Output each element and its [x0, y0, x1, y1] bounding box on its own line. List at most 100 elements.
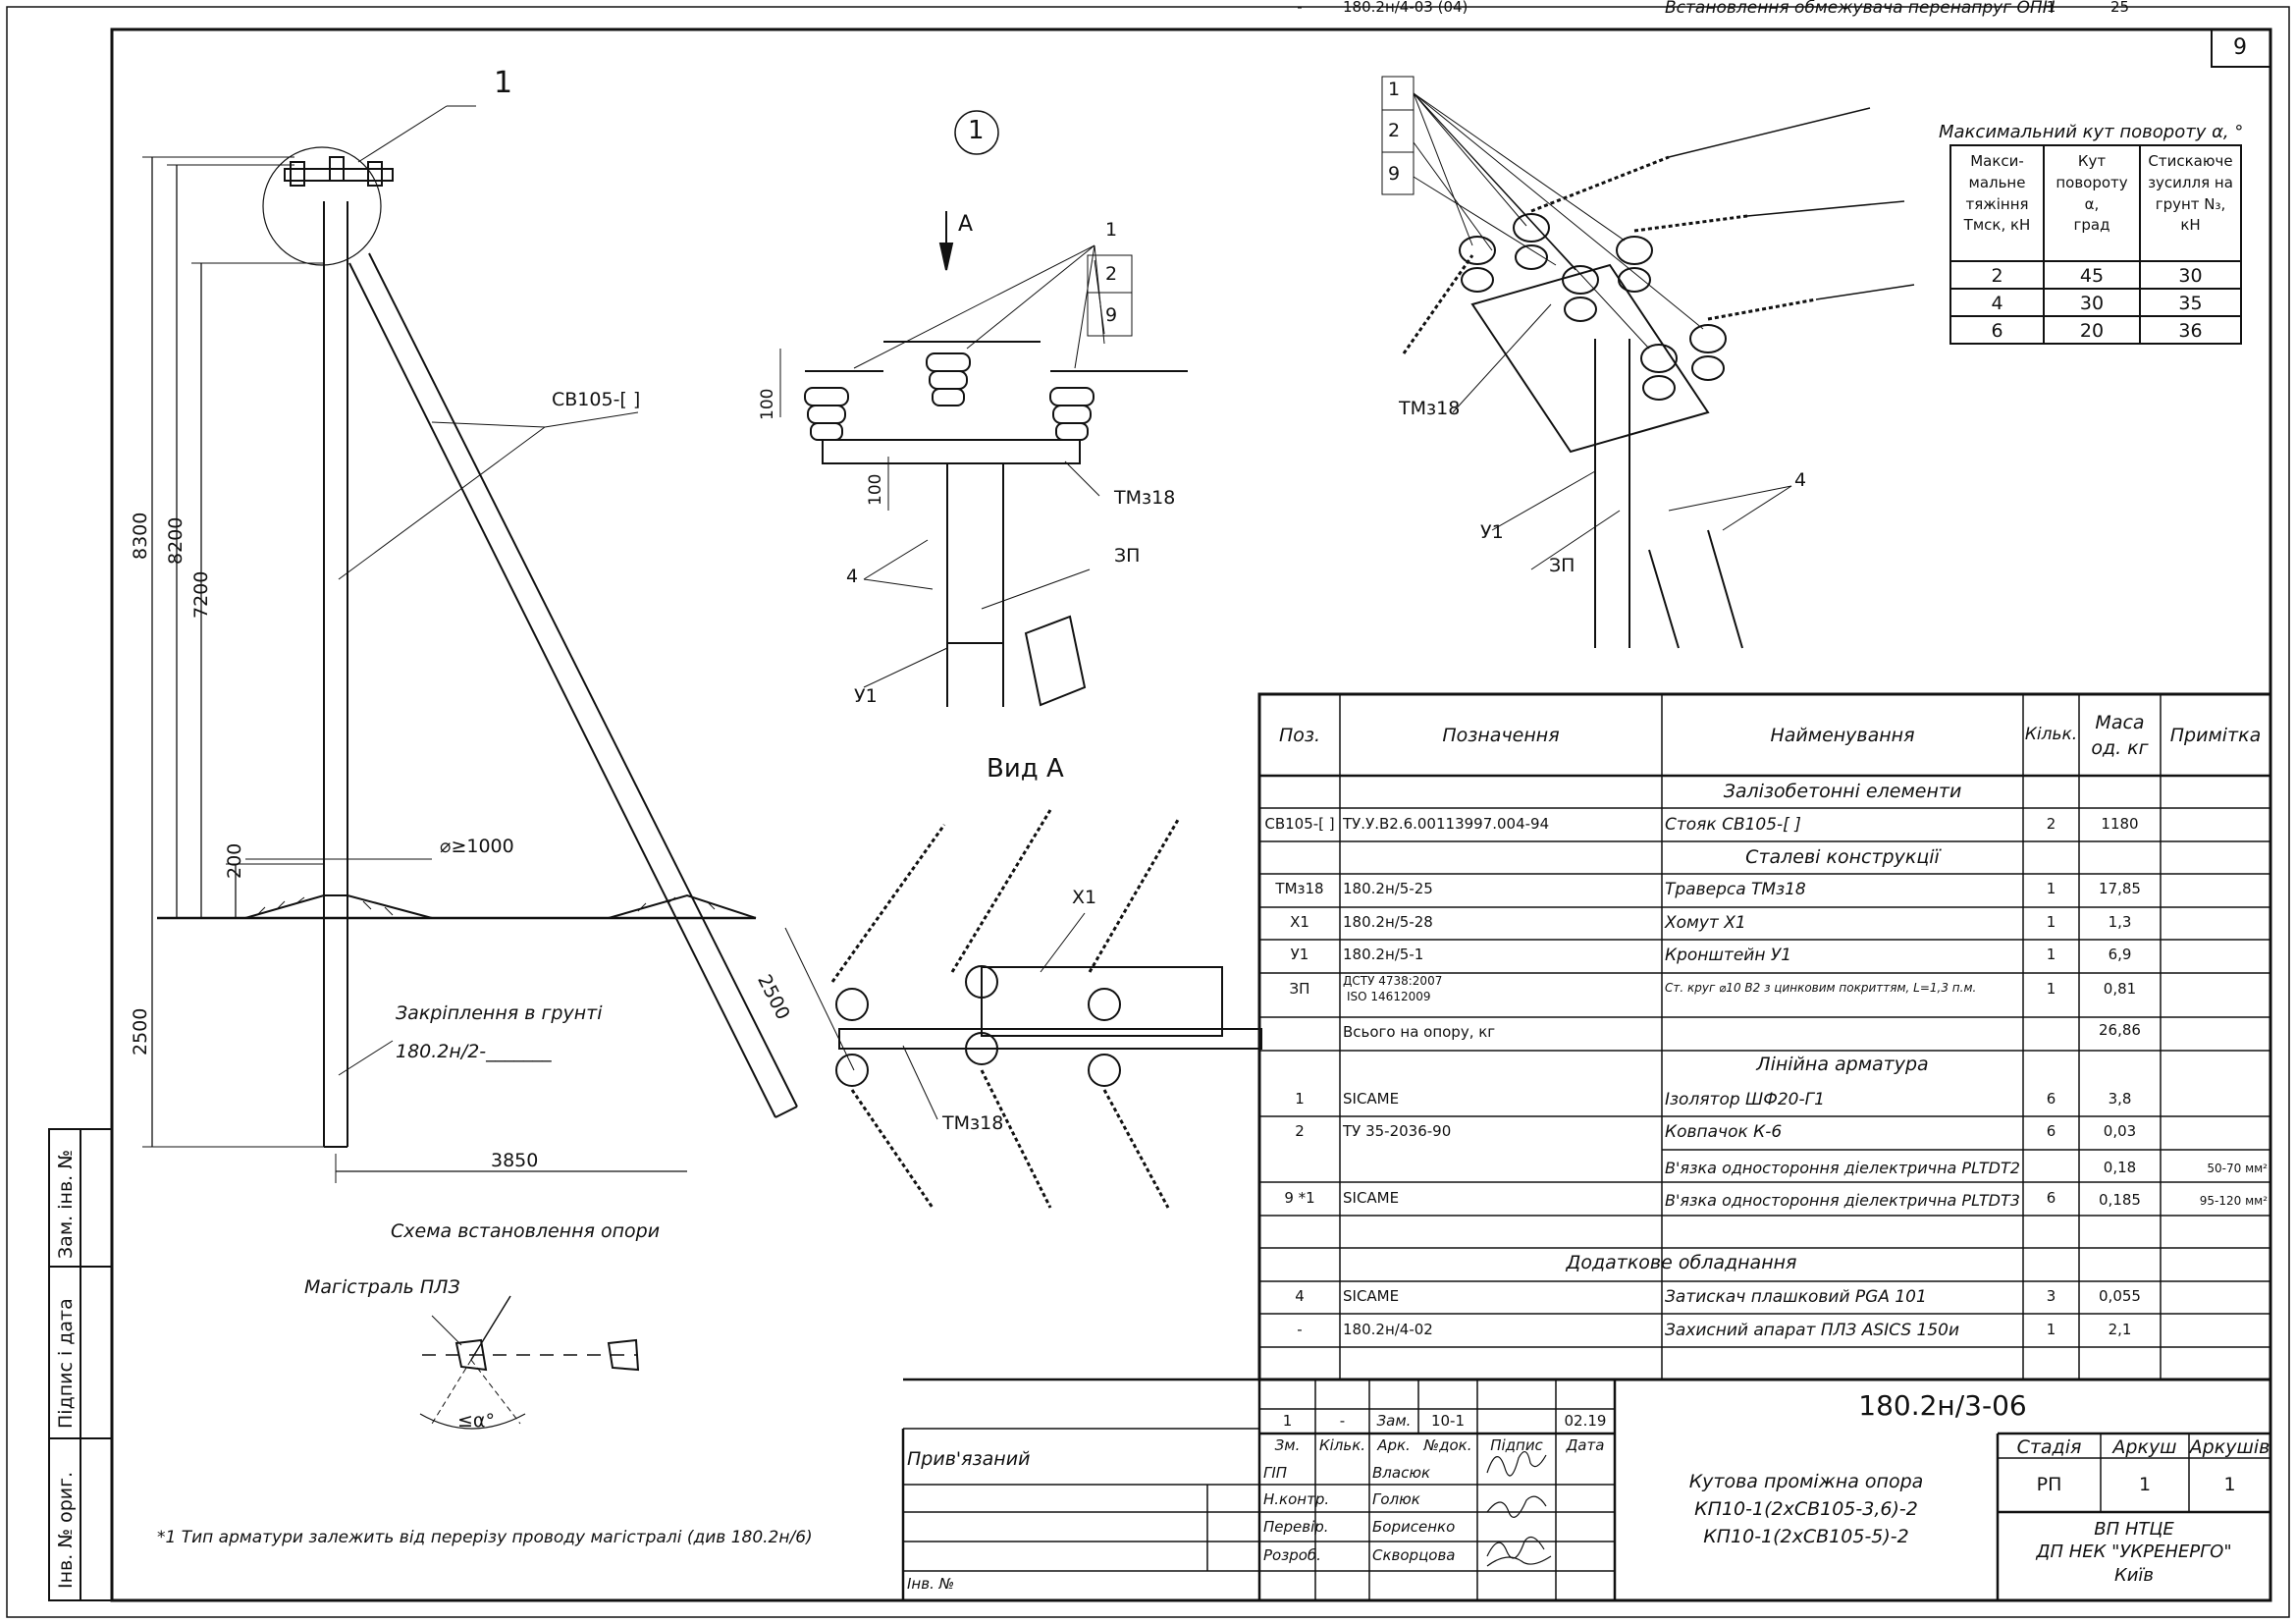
angle-table-title: Максимальний кут повороту α, ° — [1939, 122, 2244, 142]
col-kilk: Кільк. — [1318, 1436, 1366, 1454]
sheets-value: 1 — [2223, 1474, 2236, 1495]
spec-note: 50-70 мм² — [2207, 1162, 2268, 1175]
inv-no-label: Інв. № — [907, 1575, 955, 1593]
spec-pos: СВ105-[ ] — [1264, 815, 1335, 833]
spec-name: Хомут Х1 — [1665, 913, 1746, 933]
spec-designation: SICAME — [1343, 1189, 1400, 1207]
spec-designation: 180.2н/5-25 — [1343, 880, 1433, 897]
dim-7200: 7200 — [190, 570, 212, 619]
label-tm-a: ТМз18 — [1114, 487, 1176, 509]
angle-table-cell: 4 — [1991, 293, 2003, 314]
spec-header-mass: Маса од. кг — [2091, 712, 2149, 759]
dim-200: 200 — [224, 842, 245, 879]
spec-designation: 180.2н/5-28 — [1343, 913, 1433, 931]
spec-mass: 1,3 — [2108, 913, 2132, 931]
dim-8300: 8300 — [130, 512, 151, 560]
spec-mass: 6,9 — [2108, 946, 2132, 963]
view-a-caption: Вид А — [987, 754, 1064, 784]
label-2a: 2 — [1105, 263, 1118, 285]
spec-qty: 6 — [2046, 1122, 2056, 1140]
role-0: ГІП — [1263, 1464, 1288, 1482]
spec-mass: 25 — [2109, 0, 2130, 16]
angle-table-cell: 30 — [2178, 265, 2203, 287]
spec-section-fittings: Лінійна арматура — [1756, 1054, 1929, 1075]
rev-ark: Зам. — [1376, 1412, 1412, 1430]
spec-pos: Х1 — [1290, 913, 1309, 931]
angle-table-cell: 45 — [2079, 265, 2105, 287]
spec-name: Ізолятор ШФ20-Г1 — [1665, 1090, 1825, 1109]
spec-name: Траверса ТМз18 — [1665, 880, 1806, 899]
dim-100-bottom: 100 — [866, 473, 885, 506]
spec-qty: 2 — [2046, 815, 2056, 833]
angle-table-cell: 35 — [2178, 293, 2203, 314]
spec-name: Встановлення обмежувача перенапруг ОПН — [1665, 0, 2056, 18]
spec-designation: Всього на опору, кг — [1343, 1023, 1496, 1041]
mark-sv: СВ105-[ ] — [552, 389, 641, 410]
dim-2500-left: 2500 — [130, 1007, 151, 1055]
label-4b: 4 — [1794, 469, 1807, 491]
col-ark: Арк. — [1377, 1436, 1411, 1454]
rev-ndok: 10-1 — [1430, 1412, 1466, 1430]
spec-mass: 26,86 — [2099, 1021, 2141, 1039]
spec-note-2: 95-120 мм² — [2199, 1194, 2268, 1208]
spec-qty: 3 — [2046, 1287, 2056, 1305]
role-3: Розроб. — [1263, 1546, 1321, 1564]
rev-zm: 1 — [1282, 1412, 1293, 1430]
col-sign: Підпис — [1490, 1436, 1543, 1454]
drawing-code: 180.2н/3-06 — [1858, 1389, 2027, 1422]
spec-qty: 6 — [2046, 1090, 2056, 1108]
spec-header-pos: Поз. — [1278, 725, 1321, 746]
spec-name: Стояк СВ105-[ ] — [1665, 815, 1801, 835]
spec-section-extra: Додаткове обладнання — [1566, 1252, 1797, 1273]
role-name-3: Скворцова — [1372, 1546, 1456, 1564]
dim-8200: 8200 — [165, 516, 187, 565]
spec-qty: 6 — [2046, 1189, 2056, 1207]
spec-mass: 0,03 — [2103, 1122, 2137, 1140]
col-ndok: №док. — [1423, 1436, 1472, 1454]
role-1: Н.контр. — [1263, 1490, 1330, 1508]
angle-table-header-2: Стискаюче зусилля на грунт N₃, кН — [2148, 152, 2233, 235]
role-2: Перевір. — [1263, 1518, 1329, 1536]
label-4a: 4 — [846, 566, 859, 587]
spec-header-designation: Позначення — [1442, 725, 1560, 746]
angle-table-cell: 36 — [2178, 320, 2203, 342]
sheet-value: 1 — [2138, 1474, 2152, 1495]
anchor-caption: Закріплення в грунті — [396, 1002, 603, 1024]
spec-pos: 4 — [1295, 1287, 1305, 1305]
spec-name: Ковпачок К-6 — [1665, 1122, 1783, 1142]
spec-name: Затискач плашковий PGA 101 — [1665, 1287, 1927, 1307]
spec-designation: ДСТУ 4738:2007 — [1343, 974, 1443, 988]
spec-qty: 1 — [2046, 0, 2056, 16]
spec-section-rc: Залізобетонні елементи — [1723, 781, 1962, 802]
spec-name: Кронштейн У1 — [1665, 946, 1792, 965]
role-name-0: Власюк — [1372, 1464, 1431, 1482]
dim-phi: ⌀≥1000 — [440, 836, 514, 857]
spec-mass: 1180 — [2101, 815, 2139, 833]
spec-pos: 2 — [1295, 1122, 1305, 1140]
spec-pos: - — [1297, 1321, 1303, 1338]
angle-table-header-1: Кут повороту α, град — [2056, 152, 2128, 235]
spec-designation: ТУ.У.В2.6.00113997.004-94 — [1343, 815, 1550, 833]
mainline-caption: Магістраль ПЛЗ — [304, 1276, 460, 1298]
spec-pos: ТМз18 — [1275, 880, 1324, 897]
label-u1-b: У1 — [1480, 521, 1504, 543]
spec-designation: SICAME — [1343, 1287, 1400, 1305]
label-tm-b: ТМз18 — [942, 1112, 1004, 1134]
view-arrow-a: A — [958, 212, 974, 237]
spec-qty: 1 — [2046, 913, 2056, 931]
angle-caption: ≤α° — [457, 1410, 495, 1432]
spec-designation: ТУ 35-2036-90 — [1343, 1122, 1452, 1140]
dim-3850: 3850 — [491, 1150, 539, 1171]
spec-name-2: В'язка одностороння діелектрична PLTDT3 — [1665, 1191, 2020, 1210]
spec-designation-2: ISO 14612009 — [1347, 990, 1431, 1003]
label-2b: 2 — [1388, 120, 1401, 141]
angle-table-cell: 20 — [2079, 320, 2105, 342]
spec-header-name: Найменування — [1770, 725, 1915, 746]
label-1b: 1 — [1388, 79, 1401, 100]
label-1a: 1 — [1105, 219, 1118, 241]
angle-table-header-0: Макси- мальне тяжіння Тмск, кН — [1963, 152, 2031, 235]
callout-main: 1 — [494, 66, 513, 100]
spec-mass: 0,055 — [2099, 1287, 2141, 1305]
title-line-2: КП10-1(2хСВ105-5)-2 — [1703, 1526, 1909, 1547]
